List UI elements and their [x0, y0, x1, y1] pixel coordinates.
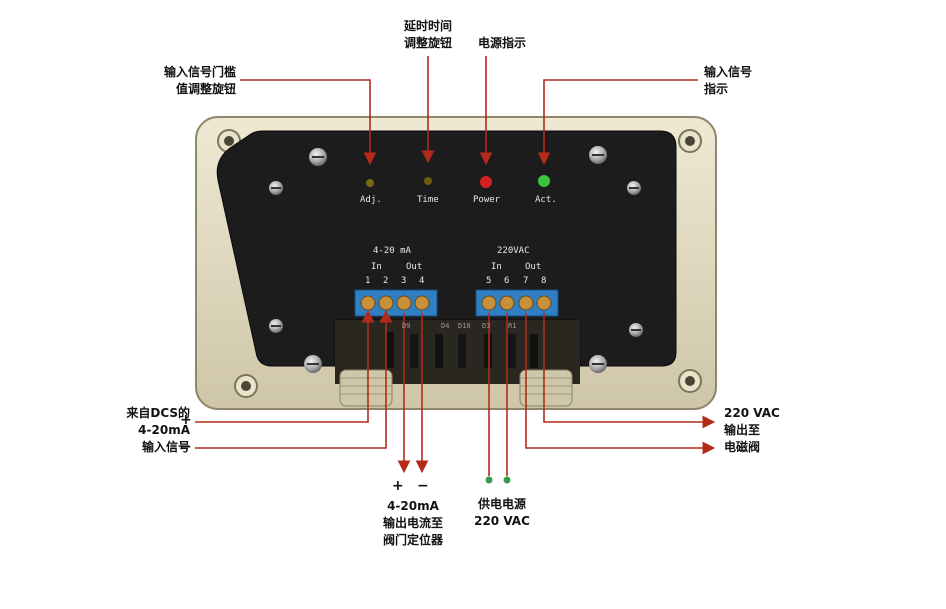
led-time	[424, 177, 432, 185]
out-minus-sign: −	[417, 478, 429, 494]
led-row	[366, 175, 550, 188]
terminal-6: 6	[504, 276, 510, 286]
leader-sol-7	[525, 313, 716, 455]
right-block-in: In	[491, 262, 502, 272]
left-block-title: 4-20 mA	[373, 246, 411, 256]
callout-supply: 供电电源 220 VAC	[474, 497, 530, 528]
led-label-adj: Adj.	[360, 195, 382, 205]
left-block-in: In	[371, 262, 382, 272]
callout-solenoid: 220 VAC 输出至 电磁阀	[724, 406, 780, 454]
callout-input-signal: 输入信号 指示	[704, 65, 753, 96]
leader-dcs-plus	[195, 309, 375, 423]
led-label-act: Act.	[535, 195, 557, 205]
pcb-label-r1: R1	[508, 322, 517, 330]
right-block-title: 220VAC	[497, 246, 530, 256]
led-label-time: Time	[417, 195, 439, 205]
leader-dcs-minus	[195, 309, 393, 449]
leader-act	[537, 79, 698, 166]
callout-power: 电源指示	[478, 36, 527, 50]
terminal-4: 4	[419, 276, 425, 286]
pcb-label-d3: D3	[482, 322, 491, 330]
pcb-components	[385, 332, 538, 368]
terminal-3: 3	[401, 276, 407, 286]
right-block-out: Out	[525, 262, 542, 272]
terminal-1: 1	[365, 276, 371, 286]
terminal-2: 2	[383, 276, 389, 286]
terminal-5: 5	[486, 276, 492, 286]
panel-screws	[269, 146, 643, 373]
cable-glands	[339, 369, 573, 407]
out-plus-sign: +	[392, 478, 404, 494]
pcb-label-d4: D4	[441, 322, 450, 330]
pcb-label-d9: D9	[402, 322, 411, 330]
leader-sol-8	[543, 313, 716, 429]
supply-dot-6	[503, 476, 511, 484]
callout-delay: 延时时间 调整旋钮	[403, 19, 452, 50]
panel-face	[216, 130, 677, 367]
terminal-block-right	[475, 289, 559, 317]
leader-lines	[195, 56, 716, 476]
callout-dcs: 来自DCS的 4-20mA 输入信号	[126, 406, 190, 454]
terminal-8: 8	[541, 276, 547, 286]
terminal-7: 7	[523, 276, 529, 286]
terminal-block-left	[354, 289, 438, 317]
led-label-power: Power	[473, 195, 501, 205]
left-block-out: Out	[406, 262, 423, 272]
led-adj	[366, 179, 374, 187]
callout-output-valve: 4-20mA 输出电流至 阀门定位器	[382, 499, 443, 547]
dcs-plus-sign: +	[180, 412, 192, 428]
led-act	[538, 175, 550, 187]
callout-threshold: 输入信号门槛 值调整旋钮	[163, 65, 236, 96]
supply-dot-5	[485, 476, 493, 484]
leader-threshold	[240, 79, 377, 166]
pcb-label-d10: D10	[458, 322, 471, 330]
dcs-minus-sign: −	[180, 439, 192, 455]
led-power	[480, 176, 492, 188]
